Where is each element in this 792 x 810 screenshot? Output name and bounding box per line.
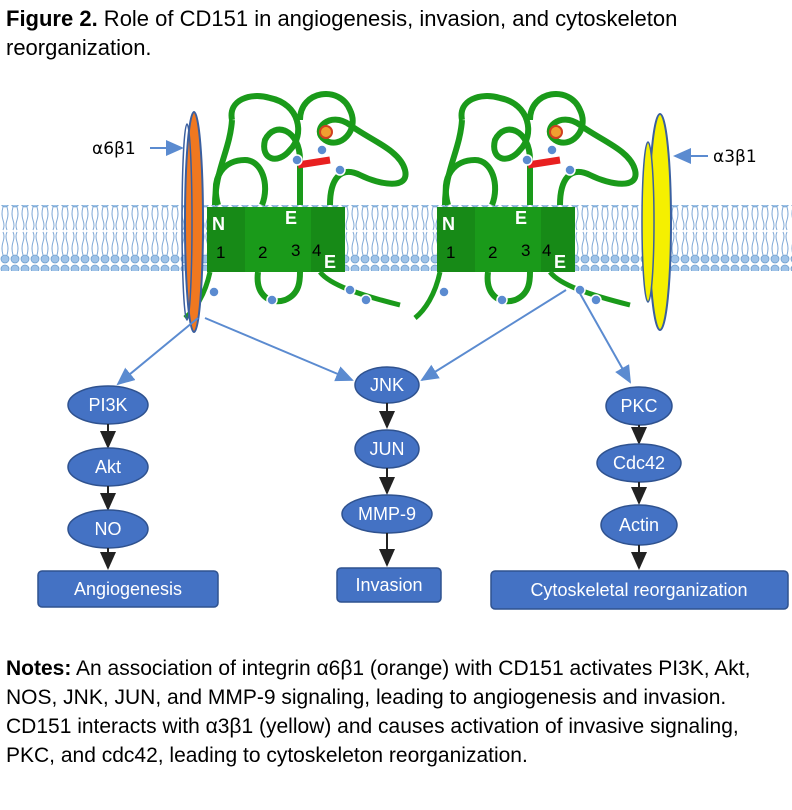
outcome-angiogenesis: Angiogenesis <box>74 579 182 599</box>
node-jun: JUN <box>370 439 405 459</box>
node-pi3k: PI3K <box>88 395 127 415</box>
outcome-invasion-box <box>336 567 442 603</box>
cd151-right-e-bottom: E <box>554 252 566 272</box>
arrow-left-to-jnk <box>204 317 354 382</box>
outcome-angiogenesis-box <box>37 570 219 608</box>
node-jnk: JNK <box>370 375 404 395</box>
figure-notes: Notes: An association of integrin α6β1 (… <box>6 654 786 770</box>
cd151-left-domain-2: 2 <box>258 243 267 262</box>
node-actin: Actin <box>619 515 659 535</box>
integrin-a6b1: α6β1 <box>92 111 204 333</box>
node-akt: Akt <box>95 457 121 477</box>
cd151-right-domain-1: 1 <box>446 243 455 262</box>
cd151-left: N E E 1 2 3 4 <box>183 91 409 320</box>
cd151-pathway-diagram: N E E 1 2 3 4 N E E 1 2 3 4 <box>0 91 792 610</box>
node-pkc: PKC <box>620 396 657 416</box>
lipid-bilayer <box>0 205 792 271</box>
integrin-a6b1-label: α6β1 <box>92 139 136 159</box>
figure-caption: Figure 2. Role of CD151 in angiogenesis,… <box>6 4 786 62</box>
outcome-cytoskeleton: Cytoskeletal reorganization <box>530 580 747 600</box>
node-mmp9: MMP-9 <box>358 504 416 524</box>
notes-label: Notes: <box>6 657 72 680</box>
node-no: NO <box>95 519 122 539</box>
pathway-invasion: JNK JUN MMP-9 Invasion <box>336 366 442 603</box>
figure-title: Role of CD151 in angiogenesis, invasion,… <box>6 6 678 60</box>
figure-label: Figure 2. <box>6 6 98 31</box>
cd151-left-domain-3: 3 <box>291 241 300 260</box>
cd151-right: N E E 1 2 3 4 <box>413 91 639 320</box>
outcome-cytoskeleton-box <box>490 570 789 610</box>
cd151-left-domain-4: 4 <box>312 241 321 260</box>
cd151-right-domain-2: 2 <box>488 243 497 262</box>
cd151-left-e-bottom: E <box>324 252 336 272</box>
cd151-right-e-top: E <box>515 208 527 228</box>
node-cdc42: Cdc42 <box>613 453 665 473</box>
cd151-left-domain-1: 1 <box>216 243 225 262</box>
cd151-left-n-terminus: N <box>212 214 225 234</box>
arrow-to-pi3k <box>116 317 199 386</box>
pathway-cytoskeleton: PKC Cdc42 Actin Cytoskeletal reorganizat… <box>490 386 789 610</box>
cd151-right-n-terminus: N <box>442 214 455 234</box>
arrow-to-pkc <box>577 289 631 384</box>
cd151-left-e-top: E <box>285 208 297 228</box>
integrin-a3b1: α3β1 <box>641 113 757 331</box>
pathway-angiogenesis: PI3K Akt NO Angiogenesis <box>37 385 219 608</box>
outcome-invasion: Invasion <box>355 575 422 595</box>
cd151-right-domain-4: 4 <box>542 241 551 260</box>
cd151-right-domain-3: 3 <box>521 241 530 260</box>
arrow-right-to-jnk <box>420 289 567 382</box>
notes-text: An association of integrin α6β1 (orange)… <box>6 657 751 767</box>
integrin-a3b1-label: α3β1 <box>713 147 757 167</box>
